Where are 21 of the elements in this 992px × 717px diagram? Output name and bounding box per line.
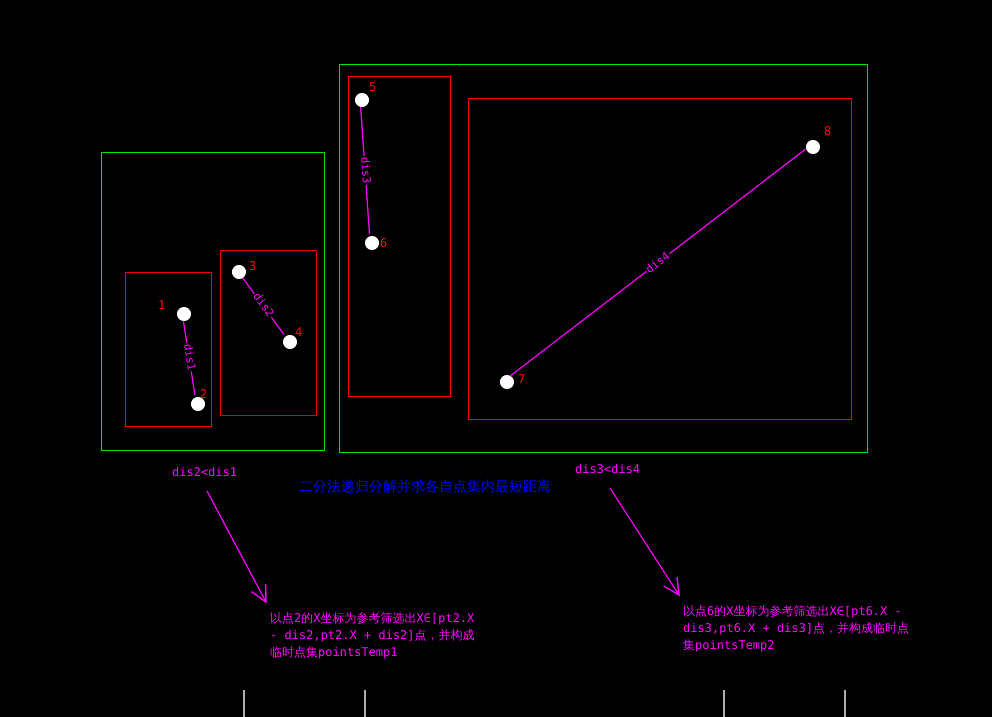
edge-label: dis3: [358, 154, 372, 184]
note-text: 以点2的X坐标为参考筛选出X∈[pt2.X - dis2,pt2.X + dis2]点，并构成临时点集pointsTemp1: [270, 610, 485, 661]
point-number: 6: [380, 236, 388, 251]
condition-text: dis3<dis4: [575, 461, 645, 478]
region-box: [339, 64, 868, 453]
arrow: [609, 488, 680, 596]
point-number: 3: [249, 259, 256, 274]
arrow: [206, 490, 267, 603]
condition-text: dis2<dis1: [172, 464, 242, 481]
region-box: [468, 98, 852, 420]
region-box: [348, 76, 451, 397]
point-number: 5: [369, 80, 376, 95]
title: 二分法递归分解并求各自点集内最短距离: [299, 478, 551, 496]
region-box: [101, 152, 325, 451]
point-number: 4: [295, 325, 302, 340]
point-number: 2: [200, 387, 208, 402]
note-text: 以点6的X坐标为参考筛选出X∈[pt6.X - dis3,pt6.X + dis3]点，并构成临时点集pointsTemp2: [683, 603, 913, 654]
point-number: 7: [518, 372, 526, 387]
connector-line: [510, 148, 806, 376]
point-number: 1: [158, 298, 166, 313]
point-number: 8: [824, 124, 832, 139]
